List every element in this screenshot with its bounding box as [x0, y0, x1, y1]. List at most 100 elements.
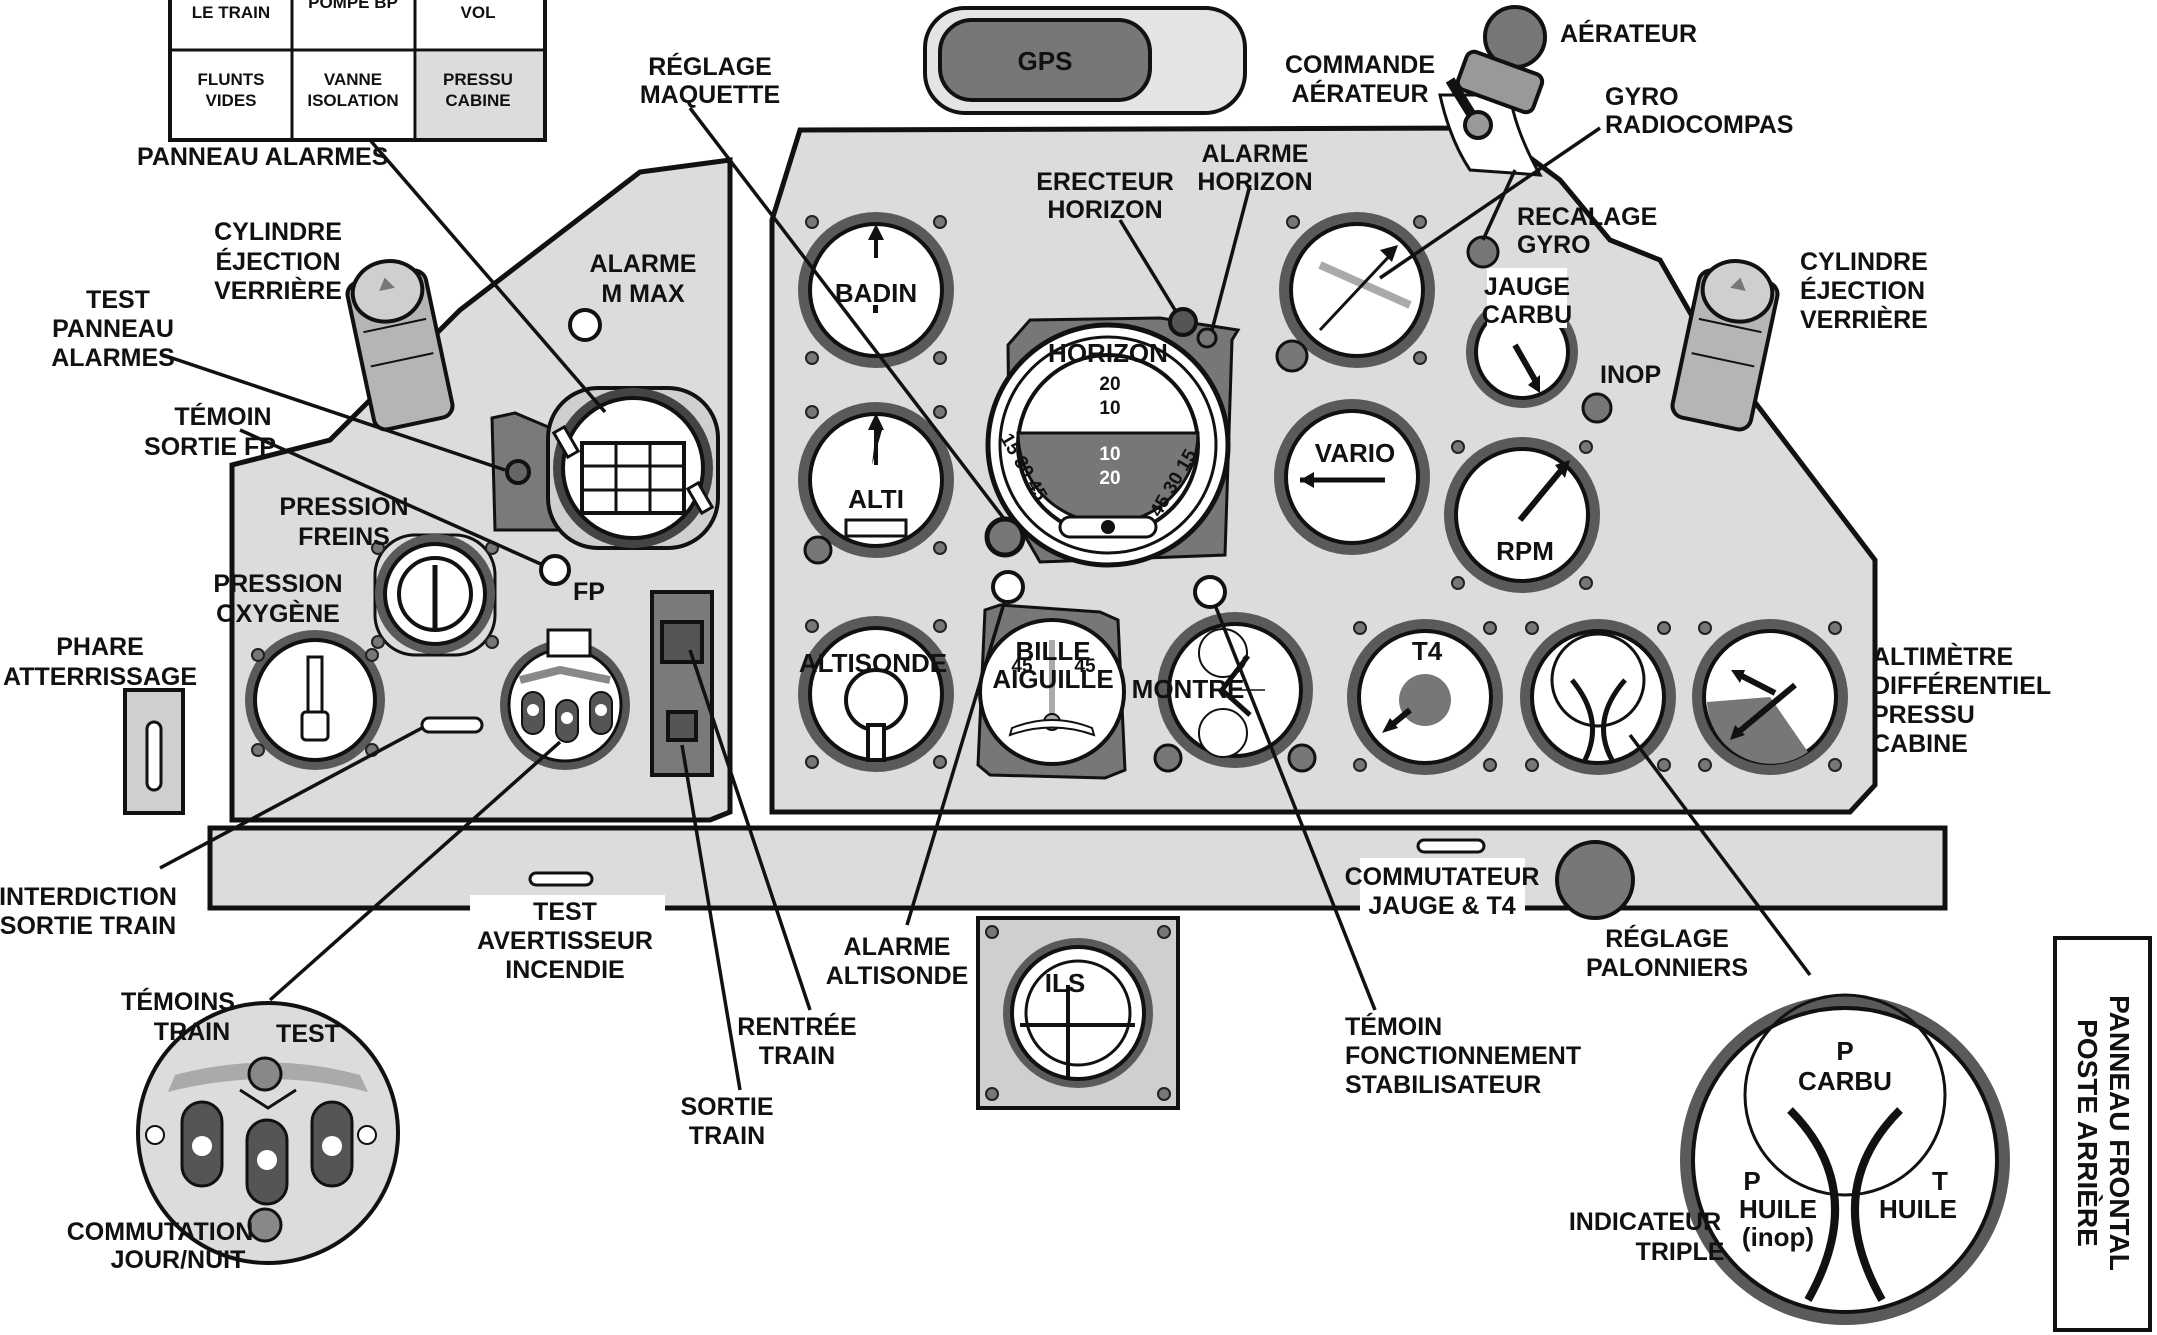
rpm-label: RPM	[1496, 536, 1554, 566]
alarm-panel: LE TRAIN POMPE BP VOL FLUNTS VIDES VANNE…	[168, 0, 547, 142]
label-temoin-stab-2: FONCTIONNEMENT	[1345, 1042, 1581, 1070]
cylinder-right	[1670, 259, 1780, 432]
interdiction-sortie-train-switch[interactable]	[420, 716, 484, 734]
label-indicateur-triple-1: INDICATEUR	[1569, 1208, 1721, 1236]
label-aerateur: AÉRATEUR	[1560, 19, 1697, 48]
label-reglage-palonniers-2: PALONNIERS	[1586, 954, 1748, 982]
fp-light	[539, 554, 571, 586]
erecteur-horizon-button[interactable]	[1168, 307, 1198, 337]
triple-t-huile-1: T	[1932, 1166, 1948, 1196]
rpm-gauge	[1444, 437, 1600, 593]
test-panneau-button[interactable]	[505, 459, 531, 485]
label-gyro-radiocompas-1: GYRO	[1605, 83, 1679, 111]
indicateur-triple-detail	[1680, 993, 2010, 1325]
horizon-scale-2: 10	[1099, 398, 1120, 419]
bille-label-1: BILLE	[1015, 636, 1090, 666]
lower-bar	[207, 825, 1948, 911]
altisonde-label: ALTISONDE	[799, 648, 947, 678]
label-indicateur-triple-2: TRIPLE	[1636, 1238, 1725, 1266]
label-panneau-alarmes: PANNEAU ALARMES	[137, 143, 388, 171]
alti-label: ALTI	[848, 484, 904, 514]
commande-aerateur-handle[interactable]	[1463, 110, 1493, 140]
badin-label: BADIN	[835, 278, 917, 308]
pression-freins-gauge	[371, 533, 499, 657]
alarm-cell-4b: VIDES	[205, 91, 256, 110]
callout-labels: PANNEAU ALARMES RÉGLAGE MAQUETTE COMMAND…	[0, 19, 2135, 1274]
label-test-panneau-3: ALARMES	[51, 344, 175, 372]
label-phare-2: ATTERRISSAGE	[3, 663, 197, 691]
label-alarme-horizon-1: ALARME	[1202, 140, 1309, 168]
label-altimetre-4: CABINE	[1872, 730, 1968, 758]
recalage-gyro-button[interactable]	[1466, 235, 1500, 269]
t4-label: T4	[1412, 636, 1443, 666]
badin-gauge	[798, 212, 954, 368]
label-cylindre-right-2: ÉJECTION	[1800, 276, 1925, 305]
horizon-scale-3: 10	[1099, 444, 1120, 465]
label-alarme-mmax-2: M MAX	[601, 280, 685, 308]
label-altimetre-1: ALTIMÈTRE	[1872, 642, 2013, 671]
cylinder-left	[345, 259, 455, 432]
gps-label: GPS	[1018, 46, 1073, 76]
label-test-avertisseur-1: TEST	[533, 898, 597, 926]
label-altimetre-2: DIFFÉRENTIEL	[1872, 671, 2051, 700]
gyro-knob[interactable]	[1275, 339, 1309, 373]
temoins-train-detail	[136, 1001, 400, 1265]
gyro-radiocompas-gauge	[1279, 212, 1435, 368]
label-inop: INOP	[1600, 361, 1661, 389]
montre-label: MONTRE	[1132, 674, 1245, 704]
bille-mark-left: 45	[1011, 656, 1033, 677]
montre-gauge	[1157, 612, 1313, 768]
rentree-train-button[interactable]	[660, 620, 704, 664]
triple-p-carbu-1: P	[1836, 1036, 1853, 1066]
montre-knob-left[interactable]	[1153, 743, 1183, 773]
t4-gauge	[1347, 619, 1503, 775]
bille-label-2: AIGUILLE	[992, 664, 1113, 694]
alarm-cell-6b: CABINE	[445, 91, 510, 110]
altimetre-differentiel-gauge	[1692, 619, 1848, 775]
triple-p-huile-1: P	[1743, 1166, 1760, 1196]
label-pression-freins-1: PRESSION	[279, 493, 408, 521]
alarme-horizon-light	[1196, 327, 1218, 349]
label-rentree-train-2: TRAIN	[759, 1042, 835, 1070]
test-avertisseur-button[interactable]	[528, 871, 594, 887]
commutation-button-detail[interactable]	[247, 1207, 283, 1243]
label-alarme-altisonde-2: ALTISONDE	[826, 962, 969, 990]
reglage-palonniers-knob[interactable]	[1555, 840, 1635, 920]
commutateur-jauge-t4-switch[interactable]	[1416, 838, 1486, 854]
label-pression-oxygene-1: PRESSION	[213, 570, 342, 598]
vario-label: VARIO	[1315, 438, 1395, 468]
alarme-mmax-light	[568, 308, 602, 342]
panneau-frontal-box	[2053, 936, 2152, 1332]
alarm-cell-2: POMPE BP	[308, 0, 398, 12]
label-fp: FP	[573, 578, 605, 606]
test-button-detail[interactable]	[247, 1056, 283, 1092]
label-test-avertisseur-3: INCENDIE	[505, 956, 624, 984]
phare-atterrissage-switch[interactable]	[123, 688, 185, 815]
altisonde-gauge	[798, 616, 954, 772]
label-gyro-radiocompas-2: RADIOCOMPAS	[1605, 111, 1793, 139]
alti-knob[interactable]	[803, 535, 833, 565]
bille-mark-right: 45	[1074, 656, 1096, 677]
label-test-avertisseur-2: AVERTISSEUR	[477, 927, 653, 955]
montre-knob-right[interactable]	[1287, 743, 1317, 773]
label-temoins-train-2: TRAIN	[154, 1018, 230, 1046]
horizon-scale-1: 20	[1099, 374, 1120, 395]
label-reglage-maquette-1: RÉGLAGE	[648, 52, 772, 81]
label-commutateur-2: JAUGE & T4	[1368, 892, 1515, 920]
label-commutation-2: JOUR/NUIT	[111, 1246, 246, 1274]
label-panneau-frontal-2: POSTE ARRIÈRE	[2072, 1019, 2103, 1247]
label-temoins-train-1: TÉMOINS	[121, 987, 235, 1016]
label-pression-oxygene-2: OXYGÈNE	[216, 599, 340, 628]
indicateur-triple-small	[1520, 619, 1676, 775]
horizon-gauge	[985, 316, 1241, 568]
label-sortie-train-2: TRAIN	[689, 1122, 765, 1150]
label-cylindre-left-3: VERRIÈRE	[214, 276, 342, 305]
label-alarme-horizon-2: HORIZON	[1197, 168, 1312, 196]
label-pression-freins-2: FREINS	[298, 523, 390, 551]
label-sortie-train-1: SORTIE	[680, 1093, 773, 1121]
label-altimetre-3: PRESSU	[1872, 701, 1975, 729]
label-jauge-carbu-2: CARBU	[1482, 301, 1572, 329]
inop-light	[1581, 392, 1613, 424]
sortie-train-button[interactable]	[666, 710, 698, 742]
temoin-stabilisateur-light	[1193, 575, 1227, 609]
